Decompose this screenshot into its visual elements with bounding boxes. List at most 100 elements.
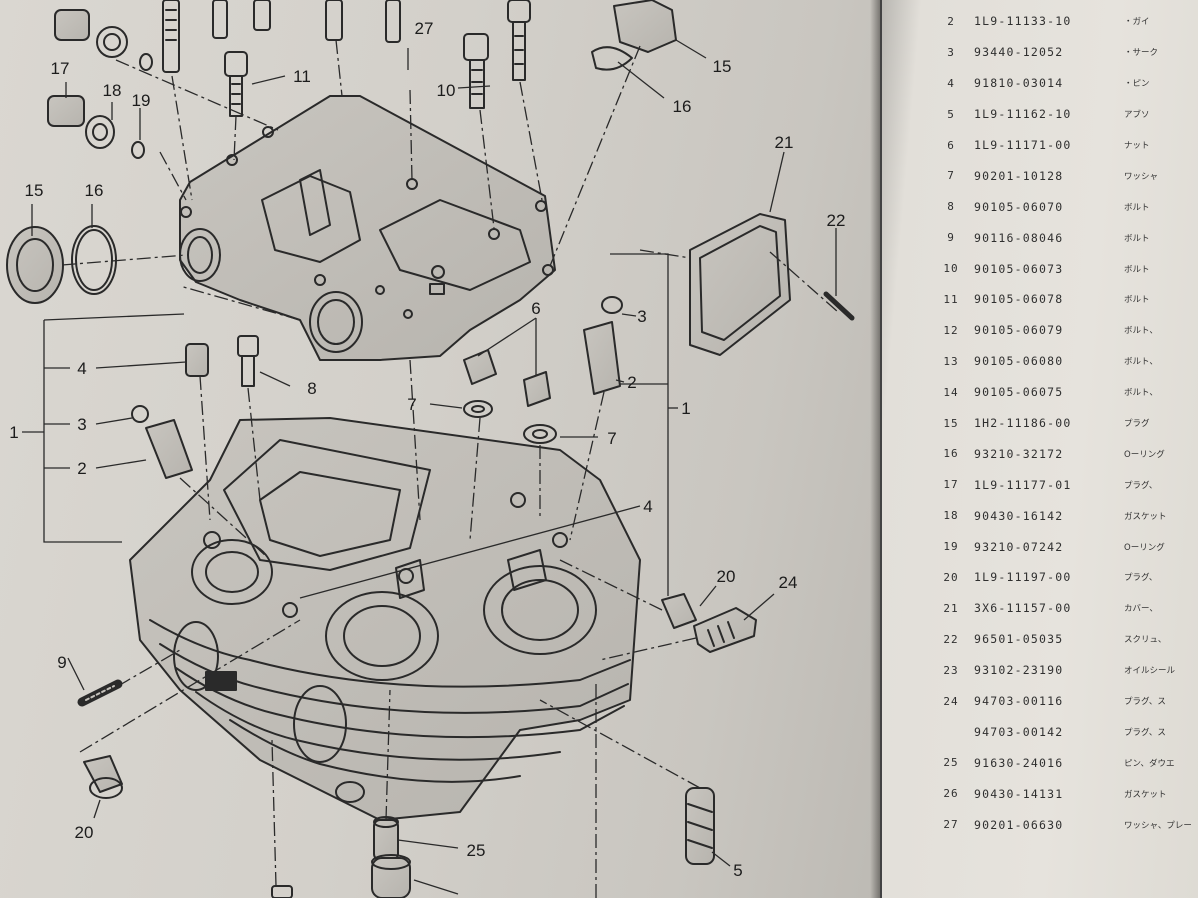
callout-22: 22 — [827, 211, 846, 230]
table-row: 26 90430-14131 ガスケット — [930, 778, 1192, 809]
part-description: ・ピン — [1124, 79, 1150, 90]
ref-number: 3 — [947, 45, 955, 59]
part-number: 1L9-11171-00 — [974, 138, 1072, 152]
part-number: 90430-14131 — [974, 786, 1064, 801]
callout-5: 5 — [733, 861, 742, 880]
part-number: 91810-03014 — [974, 76, 1064, 91]
part-number: 90201-10128 — [974, 168, 1064, 183]
ref-number: 19 — [943, 540, 959, 554]
ref-number: 2 — [947, 14, 955, 28]
part-description: ボルト — [1124, 295, 1150, 306]
top-plug-15 — [591, 0, 677, 71]
part-description: プラグ、ス — [1124, 727, 1166, 738]
part-description: ボルト — [1124, 264, 1150, 275]
part-number: 93210-07242 — [974, 539, 1064, 554]
callout-9: 9 — [57, 653, 66, 672]
part-description: ボルト、 — [1124, 388, 1158, 399]
ref-number: 22 — [943, 632, 959, 646]
left-plugs — [47, 9, 153, 159]
callout-1-left: 1 — [9, 423, 18, 442]
ref-number: 13 — [943, 354, 959, 368]
part-number: 94703-00116 — [974, 694, 1064, 709]
part-number: 90105-06078 — [974, 292, 1064, 307]
ref-number: 4 — [947, 76, 955, 90]
part-number: 90116-08046 — [974, 230, 1064, 245]
callout-7-right: 7 — [607, 429, 616, 448]
table-row: 13 90105-06080 ボルト、 — [930, 346, 1192, 377]
part-number: 93440-12052 — [974, 45, 1064, 60]
callout-11: 11 — [293, 67, 311, 86]
part-description: ボルト — [1124, 233, 1150, 244]
part-description: スクリュ、 — [1124, 635, 1167, 646]
part-description: ワッシャ — [1124, 171, 1159, 182]
exploded-parts-diagram: 27 15 16 17 18 19 11 10 15 16 21 22 6 3 … — [6, 0, 855, 898]
part-description: ボルト、 — [1124, 357, 1158, 368]
table-row: 3 93440-12052 ・サーク — [930, 37, 1192, 68]
part-number: 1L9-11177-01 — [974, 477, 1072, 492]
callout-20-right: 20 — [717, 567, 736, 586]
callout-25: 25 — [467, 841, 486, 860]
table-row: 7 90201-10128 ワッシャ — [930, 160, 1192, 191]
part-description: Oーリング — [1124, 449, 1165, 460]
callout-21: 21 — [775, 133, 794, 152]
part-number: 90105-06073 — [974, 261, 1064, 276]
part-number: 90105-06070 — [974, 199, 1064, 214]
part-description: ボルト、 — [1124, 326, 1158, 337]
callout-8: 8 — [307, 379, 316, 398]
part-number: 90105-06079 — [974, 323, 1064, 338]
ref-number: 12 — [943, 323, 959, 337]
callout-15-top: 15 — [713, 57, 732, 76]
plugs-right — [661, 593, 757, 653]
part-description: ・サーク — [1124, 48, 1159, 59]
ref-number — [930, 716, 972, 747]
callout-6: 6 — [531, 299, 540, 318]
part-number: 91630-24016 — [974, 755, 1064, 770]
part-number: 1H2-11186-00 — [974, 416, 1072, 431]
callout-18: 18 — [103, 81, 122, 100]
callout-27: 27 — [415, 19, 434, 38]
ref-number: 21 — [943, 601, 959, 615]
ref-number: 5 — [947, 107, 955, 121]
callout-3-left: 3 — [77, 415, 86, 434]
callout-4-left: 4 — [77, 359, 86, 378]
callout-1-right: 1 — [681, 399, 690, 418]
part-number: 3X6-11157-00 — [974, 601, 1072, 616]
ref-number: 17 — [943, 478, 959, 492]
callout-7-left: 7 — [407, 395, 416, 414]
callout-20-left: 20 — [75, 823, 94, 842]
table-row: 11 90105-06078 ボルト — [930, 284, 1192, 315]
callout-16-left: 16 — [85, 181, 104, 200]
left-page: 27 15 16 17 18 19 11 10 15 16 21 22 6 3 … — [0, 0, 880, 898]
ref-number: 9 — [947, 231, 955, 245]
callout-24: 24 — [779, 573, 798, 592]
part-description: ガスケット — [1124, 511, 1167, 522]
part-number: 90105-06080 — [974, 354, 1064, 369]
part-number: 90105-06075 — [974, 385, 1064, 400]
part-description: オイルシール — [1124, 666, 1176, 677]
part-description: アブソ — [1124, 110, 1150, 121]
part-number: 93210-32172 — [974, 446, 1064, 461]
part-description: ガスケット — [1124, 789, 1167, 800]
ref-number: 7 — [947, 169, 955, 183]
ref-number: 26 — [943, 787, 959, 801]
part-description: ピン、ダウエ — [1124, 758, 1175, 769]
ref-number: 10 — [943, 262, 959, 276]
ref-number: 27 — [943, 818, 959, 832]
ref-number: 11 — [943, 292, 959, 306]
